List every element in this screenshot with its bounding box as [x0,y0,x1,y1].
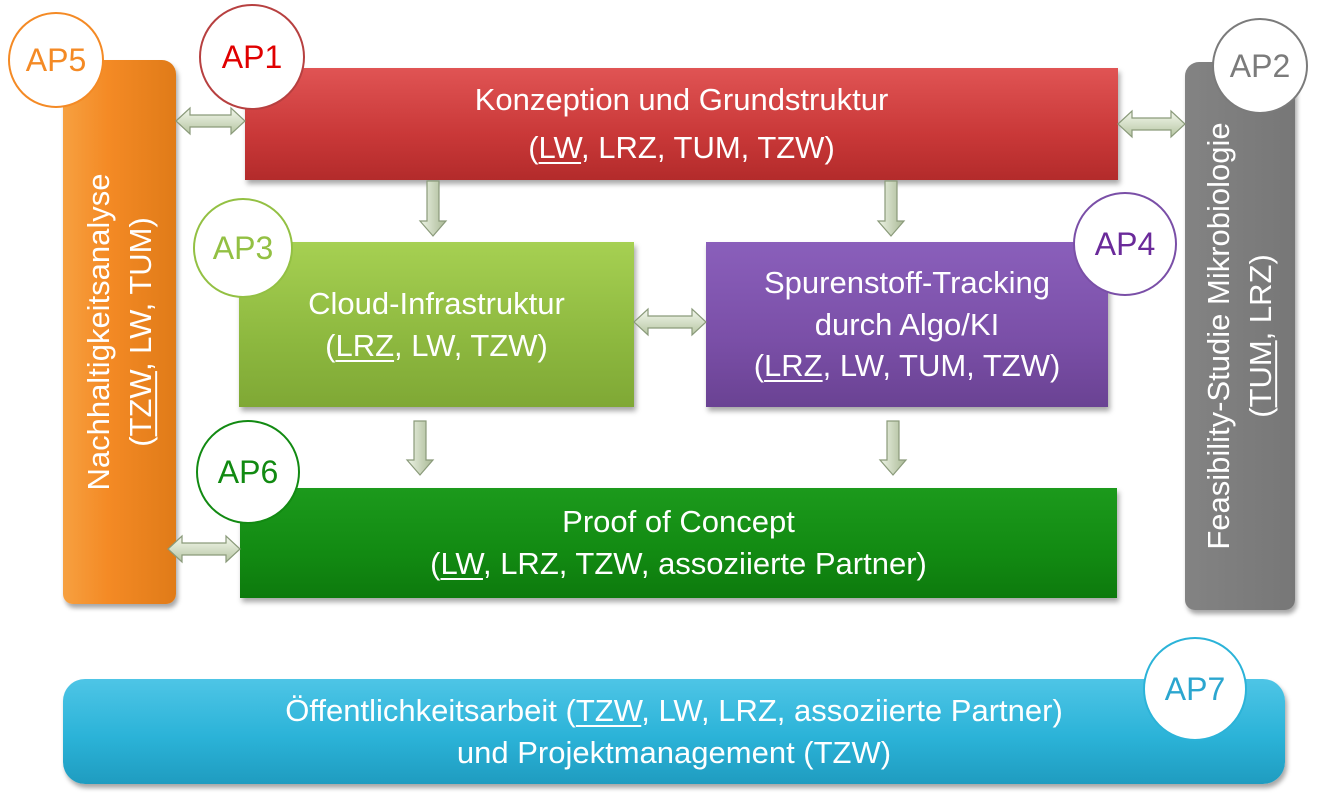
ap4-box: Spurenstoff-Tracking durch Algo/KI (LRZ,… [706,242,1108,407]
ap7-lead: TZW [575,692,642,728]
ap7-badge: AP7 [1143,637,1247,741]
double-arrow-ap3-ap4 [633,307,707,337]
ap7-line1: Öffentlichkeitsarbeit (TZW, LW, LRZ, ass… [285,692,1063,728]
double-arrow-ap5-ap1 [175,106,246,136]
ap4-badge: AP4 [1073,192,1177,296]
ap6-partners: (LW, LRZ, TZW, assoziierte Partner) [430,546,927,581]
ap6-title: Proof of Concept [562,504,795,540]
ap6-lead: LW [440,546,483,581]
down-arrow-ap4-ap6 [878,420,908,476]
ap5-badge: AP5 [8,12,104,108]
ap6-badge: AP6 [196,420,300,524]
ap2-box: Feasibility-Studie Mikrobiologie (TUM, L… [1185,62,1295,610]
ap2-text: Feasibility-Studie Mikrobiologie (TUM, L… [1198,122,1282,549]
ap1-partners: (LW, LRZ, TUM, TZW) [528,130,835,165]
ap4-title-line1: Spurenstoff-Tracking [763,264,1051,300]
ap2-partners: (TUM, LRZ) [1243,254,1278,418]
ap6-box: Proof of Concept (LW, LRZ, TZW, assoziie… [240,488,1117,598]
ap2-lead: TUM [1243,340,1278,408]
double-arrow-ap1-ap2 [1117,109,1186,139]
double-arrow-ap5-ap6 [167,534,241,564]
ap4-partners: (LRZ, LW, TUM, TZW) [753,348,1061,384]
ap5-box: Nachhaltigkeitsanalyse (TZW, LW, TUM) [63,60,176,604]
ap2-badge: AP2 [1212,18,1308,114]
ap7-line2: und Projektmanagement (TZW) [456,734,892,770]
ap3-badge: AP3 [193,198,293,298]
ap2-title: Feasibility-Studie Mikrobiologie [1201,122,1237,550]
ap3-title: Cloud-Infrastruktur [308,285,565,321]
ap3-box: Cloud-Infrastruktur (LRZ, LW, TZW) [239,242,634,407]
ap4-lead: LRZ [764,348,823,384]
ap5-text: Nachhaltigkeitsanalyse (TZW, LW, TUM) [78,173,162,490]
ap3-partners: (LRZ, LW, TZW) [325,327,548,363]
down-arrow-ap1-ap4 [876,180,906,237]
ap1-title: Konzeption und Grundstruktur [474,82,889,118]
down-arrow-ap1-ap3 [418,180,448,237]
ap1-box: Konzeption und Grundstruktur (LW, LRZ, T… [245,68,1118,180]
ap4-title-line2: durch Algo/KI [814,306,1000,342]
ap5-partners: (TZW, LW, TUM) [122,217,158,447]
ap3-lead: LRZ [335,327,395,363]
down-arrow-ap3-ap6 [405,420,435,476]
ap7-box: Öffentlichkeitsarbeit (TZW, LW, LRZ, ass… [63,679,1285,784]
ap5-lead: TZW [122,371,158,437]
ap1-badge: AP1 [199,4,305,110]
ap5-title: Nachhaltigkeitsanalyse [80,173,116,491]
ap1-lead: LW [538,130,582,165]
